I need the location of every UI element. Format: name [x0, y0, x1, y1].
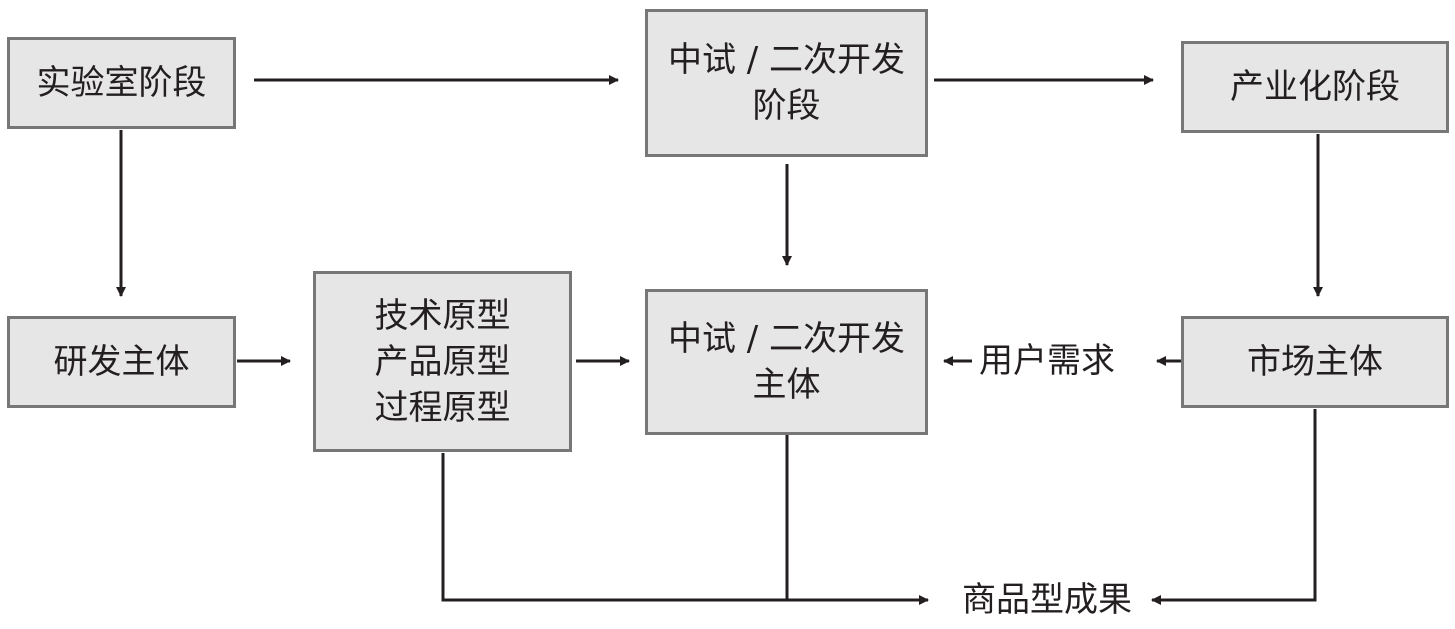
rd-subject-box: 研发主体 [7, 316, 236, 408]
pilot-subject-box: 中试 / 二次开发 主体 [645, 289, 928, 435]
prototypes-box: 技术原型 产品原型 过程原型 [313, 271, 572, 452]
market-subject-label: 市场主体 [1247, 342, 1383, 382]
prototypes-label-product: 产品原型 [374, 341, 511, 382]
arrow-market-to-result [1151, 409, 1317, 605]
pilot-stage-label-line2: 阶段 [752, 86, 821, 126]
industrial-stage-label: 产业化阶段 [1230, 67, 1400, 107]
user-demand-label: 用户需求 [979, 341, 1115, 381]
pilot-subject-label-line2: 主体 [752, 365, 821, 405]
lab-stage-label: 实验室阶段 [36, 63, 207, 103]
industrial-stage-box: 产业化阶段 [1181, 41, 1449, 133]
market-subject-box: 市场主体 [1181, 316, 1449, 408]
prototypes-label-process: 过程原型 [374, 387, 511, 428]
prototypes-label-technology: 技术原型 [374, 295, 511, 336]
lab-stage-box: 实验室阶段 [7, 37, 236, 129]
pilot-stage-box: 中试 / 二次开发 阶段 [645, 9, 928, 157]
commercial-result-label: 商品型成果 [962, 580, 1132, 620]
line-prototypes-to-result [441, 453, 787, 602]
pilot-stage-label-line1: 中试 / 二次开发 [667, 40, 906, 80]
pilot-subject-label-line1: 中试 / 二次开发 [667, 319, 906, 359]
rd-subject-label: 研发主体 [53, 342, 190, 382]
